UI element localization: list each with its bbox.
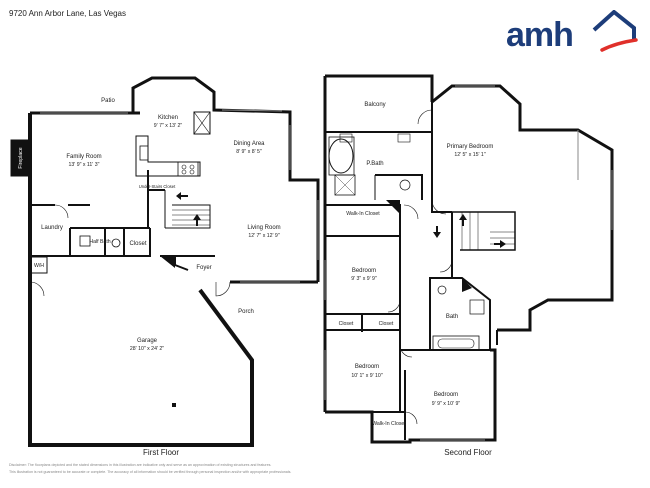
- amh-logo: amh: [506, 10, 640, 54]
- room-label-primary: Primary Bedroom: [447, 144, 494, 150]
- stair-arrow-icon: [433, 232, 441, 238]
- room-label-bedroom-2: Bedroom: [352, 268, 376, 274]
- room-label-halfbath: Half Bath: [89, 239, 110, 245]
- room-label-garage: Garage: [137, 338, 158, 344]
- house-roof-logo-icon: [592, 10, 638, 52]
- first-floor-plan: [10, 76, 320, 447]
- room-label-closet-a: Closet: [339, 321, 354, 327]
- logo-wordmark: amh: [506, 16, 574, 54]
- second-floor-caption: Second Floor: [444, 448, 492, 457]
- room-label-dining: Dining Area: [233, 141, 265, 147]
- room-label-pbath: P.Bath: [366, 161, 383, 167]
- first-floor-caption: First Floor: [143, 448, 179, 457]
- stair-arrow-icon: [176, 192, 181, 200]
- room-label-bedroom-3: Bedroom: [355, 364, 379, 370]
- room-dims-primary: 12' 5" x 15' 1": [454, 152, 485, 158]
- room-label-closet-b: Closet: [379, 321, 394, 327]
- stair-arrow-icon: [193, 214, 201, 220]
- property-address: 9720 Ann Arbor Lane, Las Vegas: [9, 9, 126, 18]
- room-label-foyer: Foyer: [196, 265, 211, 271]
- room-dims-bedroom-4: 9' 9" x 10' 9": [432, 401, 461, 407]
- stair-arrow-icon: [500, 240, 506, 248]
- room-dims-bedroom-2: 9' 3" x 9' 9": [351, 276, 377, 282]
- room-label-laundry: Laundry: [41, 225, 63, 231]
- room-label-fireplace: Fireplace: [18, 147, 24, 168]
- second-floor-plan: [323, 74, 614, 444]
- room-label-walkin-closet-2: Walk-In Closet: [372, 421, 406, 427]
- room-label-balcony: Balcony: [364, 102, 385, 108]
- room-label-closet: Closet: [129, 241, 146, 247]
- room-label-kitchen: Kitchen: [158, 115, 178, 121]
- room-dims-living: 12' 7" x 12' 9": [248, 233, 279, 239]
- room-label-wh: W/H: [34, 263, 44, 269]
- room-label-understairs: Under-Stairs Closet: [139, 184, 176, 189]
- room-label-patio: Patio: [101, 98, 115, 104]
- room-label-walkin-closet: Walk-In Closet: [346, 211, 380, 217]
- disclaimer-line-2: This illustration is not guaranteed to b…: [9, 470, 292, 474]
- room-label-family: Family Room: [66, 154, 101, 160]
- room-label-living: Living Room: [247, 225, 280, 231]
- room-dims-family: 13' 9" x 11' 3": [69, 162, 100, 168]
- room-dims-bedroom-3: 10' 1" x 9' 10": [351, 373, 382, 379]
- disclaimer-line-1: Disclaimer: The floorplans depicted and …: [9, 463, 272, 467]
- room-dims-dining: 8' 9" x 8' 5": [236, 149, 262, 155]
- stair-arrow-icon: [459, 214, 467, 220]
- room-label-bedroom-4: Bedroom: [434, 392, 458, 398]
- room-dims-garage: 28' 10" x 24' 2": [130, 346, 164, 352]
- room-label-bath: Bath: [446, 314, 458, 320]
- room-dims-kitchen: 9' 7" x 13' 2": [154, 123, 183, 129]
- room-label-porch: Porch: [238, 309, 254, 315]
